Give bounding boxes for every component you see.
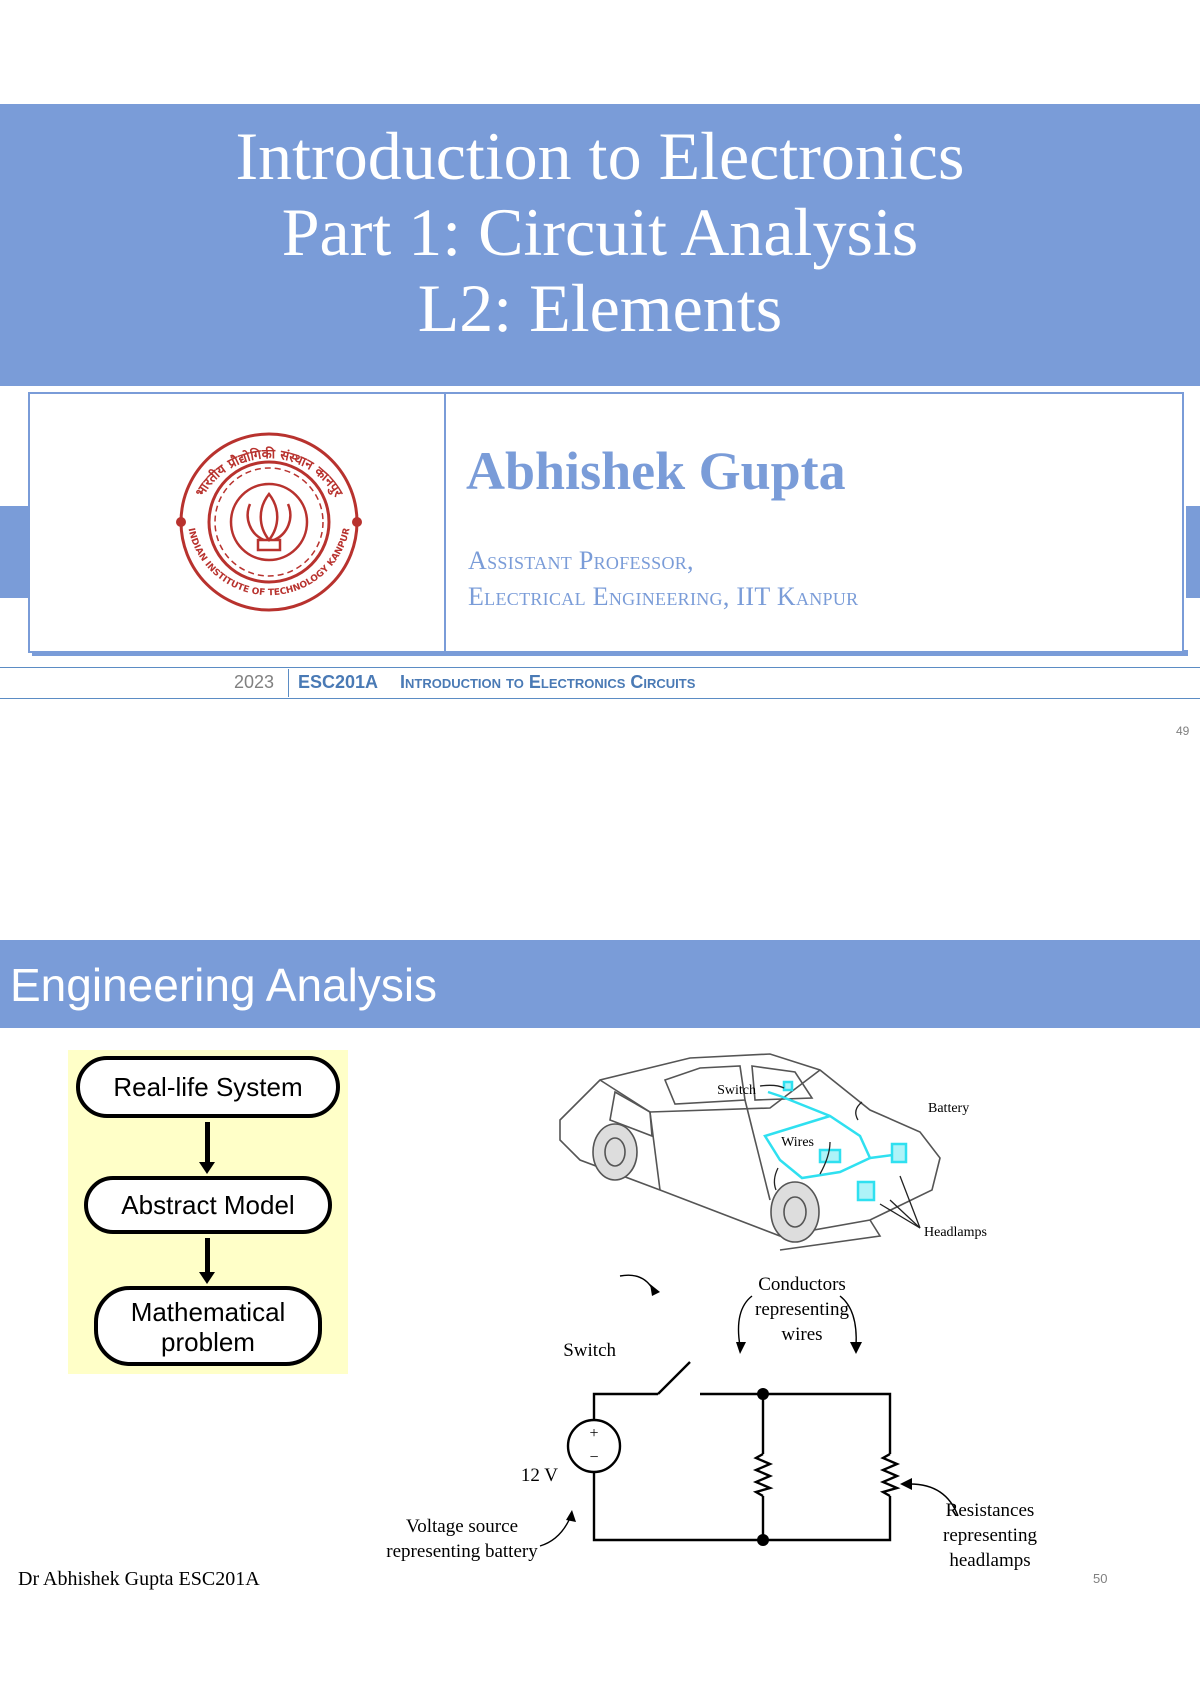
title-line-3: L2: Elements	[417, 270, 783, 346]
label-conductors-line-3: wires	[781, 1324, 822, 1345]
footer-course-title: Introduction to Electronics Circuits	[400, 672, 696, 692]
label-conductors-line-1: Conductors	[758, 1274, 846, 1295]
flow-step-real-life: Real-life System	[76, 1056, 340, 1118]
title-line-1: Introduction to Electronics	[235, 118, 965, 194]
source-plus-sign: +	[589, 1425, 598, 1442]
accent-bar-right	[1186, 506, 1200, 598]
circuit-diagram: + − Conductors representing wires Switch…	[386, 1274, 1037, 1570]
page-number-49: 49	[1176, 724, 1190, 738]
author-role-line-2: Electrical Engineering, IIT Kanpur	[468, 582, 859, 611]
slide2-footer: Dr Abhishek Gupta ESC201A	[18, 1568, 260, 1590]
flow-step3-line-2: problem	[161, 1327, 255, 1357]
accent-bar-left	[0, 506, 28, 598]
iit-kanpur-seal-icon: भारतीय प्रौद्योगिकी संस्थान कानपुर INDIA…	[176, 432, 362, 612]
car-illustration: Switch Battery Wires Headlamps	[559, 1053, 987, 1251]
circuit-node-top	[757, 1388, 769, 1400]
flow-arrowhead-1	[199, 1162, 215, 1174]
label-source-line-1: Voltage source	[406, 1516, 518, 1537]
label-source-line-2: representing battery	[386, 1541, 538, 1562]
label-resist-line-3: headlamps	[949, 1550, 1030, 1570]
label-voltage: 12 V	[521, 1465, 558, 1486]
slide2-title-band	[0, 940, 1200, 1028]
footer-separator	[288, 669, 289, 697]
footer-course-code: ESC201A	[298, 672, 379, 692]
footer-year: 2023	[234, 672, 275, 692]
flow-arrow-2	[205, 1238, 210, 1272]
analysis-flowchart: Real-life System Abstract Model Mathemat…	[68, 1050, 348, 1374]
flow-step-mathematical: Mathematical problem	[94, 1286, 322, 1366]
card-divider	[444, 392, 446, 653]
author-name: Abhishek Gupta	[466, 441, 846, 501]
car-label-wires: Wires	[781, 1135, 814, 1150]
label-conductors-line-2: representing	[755, 1299, 849, 1320]
page-number-50: 50	[1093, 1571, 1108, 1586]
label-circuit-switch: Switch	[563, 1340, 616, 1361]
footer-rule-bottom	[0, 698, 1200, 699]
label-resist-line-2: representing	[943, 1525, 1037, 1546]
author-role-line-1: Assistant Professor,	[468, 546, 694, 575]
label-resist-line-1: Resistances	[946, 1500, 1035, 1521]
title-band	[0, 104, 1200, 386]
car-label-switch: Switch	[717, 1083, 756, 1098]
footer-rule-top	[0, 667, 1200, 668]
car-label-battery: Battery	[928, 1101, 969, 1116]
circuit-node-bottom	[757, 1534, 769, 1546]
car-label-headlamps: Headlamps	[924, 1225, 987, 1240]
slide2-title: Engineering Analysis	[10, 959, 438, 1011]
flow-step-abstract: Abstract Model	[84, 1176, 332, 1234]
flow-step3-line-1: Mathematical	[130, 1297, 286, 1327]
iit-kanpur-logo: भारतीय प्रौद्योगिकी संस्थान कानपुर INDIA…	[158, 422, 380, 618]
source-minus-sign: −	[589, 1449, 598, 1466]
flow-arrow-1	[205, 1122, 210, 1162]
title-line-2: Part 1: Circuit Analysis	[281, 194, 919, 270]
card-shadow	[32, 650, 1188, 656]
flow-arrowhead-2	[199, 1272, 215, 1284]
